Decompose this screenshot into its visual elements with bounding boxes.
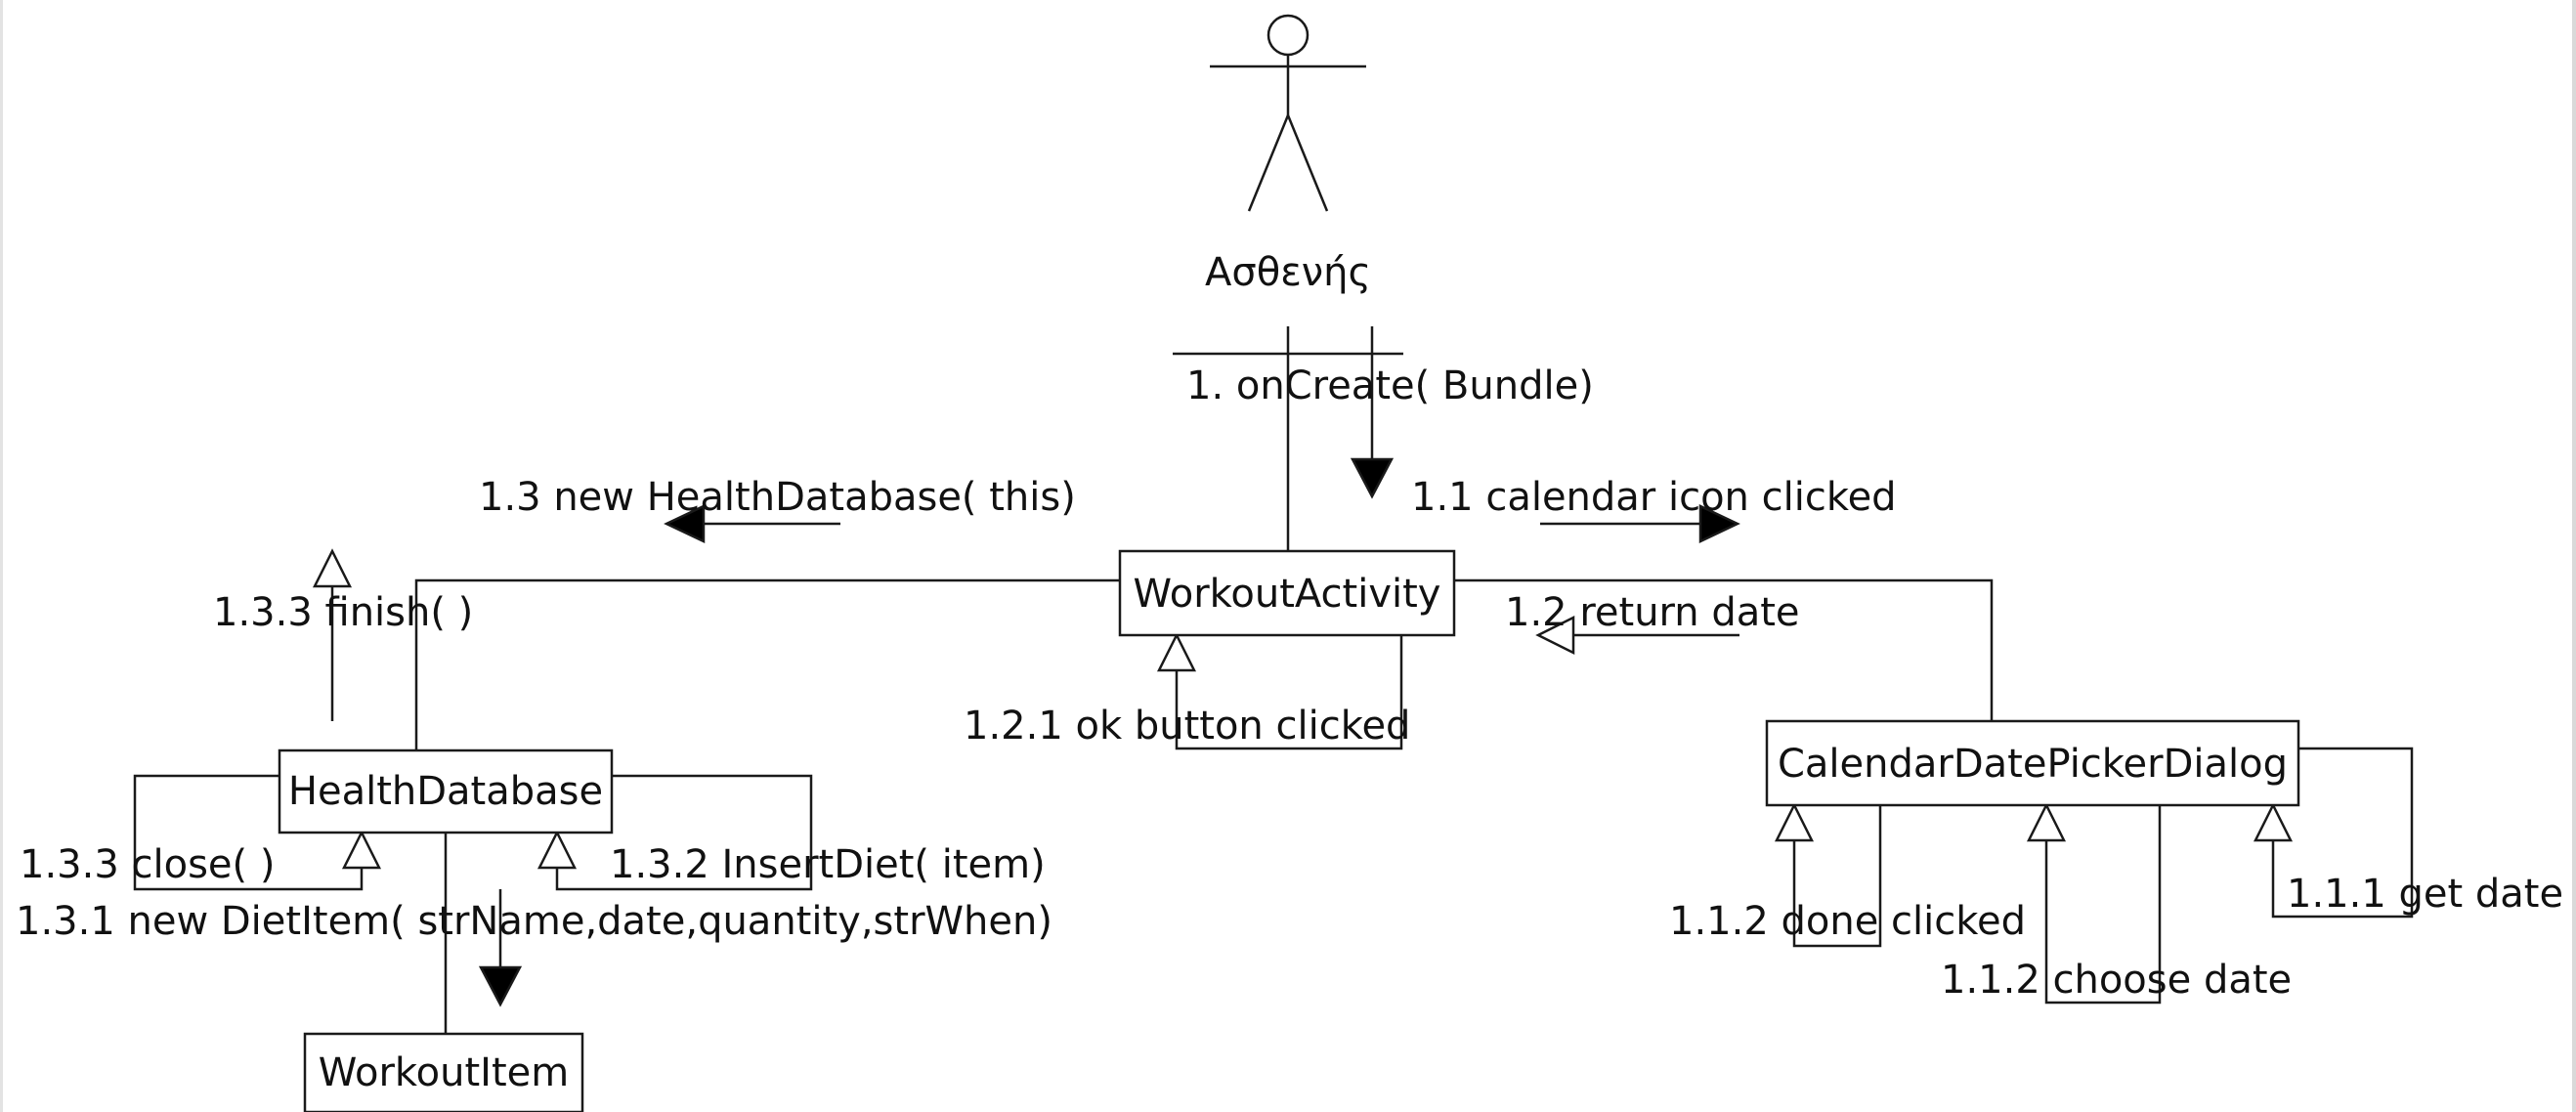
object-workout-activity[interactable]: WorkoutActivity [1118, 549, 1456, 637]
actor-name: Ασθενής [1205, 250, 1371, 295]
message-label: 1.3.1 new DietItem( strName,date,quantit… [16, 899, 1052, 944]
message-label: 1.1 calendar icon clicked [1411, 475, 1897, 520]
self-loop-done-clicked [1792, 805, 1882, 948]
message-label: 1.3.3 close( ) [20, 842, 275, 887]
links [133, 326, 2414, 1034]
object-calendar-dialog[interactable]: CalendarDatePickerDialog [1765, 719, 2300, 807]
self-loop-insert-diet [555, 774, 813, 891]
actor[interactable] [1210, 14, 1366, 212]
link-workout-activity-health-database [414, 578, 1120, 750]
message-label: 1.3 new HealthDatabase( this) [479, 475, 1076, 520]
self-loop-choose-date [2044, 805, 2162, 1005]
arrow-head-insert-diet [537, 830, 578, 870]
message-arrows [312, 326, 2294, 1007]
stick-figure-icon [1210, 14, 1366, 212]
object-label: WorkoutActivity [1134, 572, 1441, 617]
object-label: WorkoutItem [319, 1050, 569, 1095]
self-loop-close [133, 774, 364, 891]
arrow-head-ok-button [1156, 632, 1197, 672]
object-label: HealthDatabase [288, 769, 603, 814]
arrow-head-oncreate [1350, 457, 1395, 499]
self-loop-workout-activity [1175, 635, 1403, 750]
arrow-head-get-date [2253, 802, 2294, 842]
message-label: 1.3.2 InsertDiet( item) [610, 842, 1046, 887]
arrow-head-new-diet-item [478, 965, 523, 1007]
arrow-head-calendar-clicked [1698, 504, 1740, 543]
message-label: 1.1.1 get date [2287, 872, 2563, 917]
link-workout-activity-calendar-dialog [1454, 578, 1994, 721]
arrow-head-done-clicked [1774, 802, 1815, 842]
object-health-database[interactable]: HealthDatabase [278, 748, 614, 834]
arrow-head-new-health-database [664, 504, 706, 543]
message-label: 1.2.1 ok button clicked [964, 704, 1410, 748]
message-label: 1.1.2 done clicked [1669, 899, 2026, 944]
arrow-head-choose-date [2026, 802, 2067, 842]
message-label: 1.3.3 finish( ) [213, 590, 473, 635]
message-label: 1.2 return date [1505, 590, 1800, 635]
arrow-head-close [341, 830, 382, 870]
message-label: 1.1.2 choose date [1941, 958, 2292, 1003]
object-workout-item[interactable]: WorkoutItem [303, 1032, 584, 1112]
self-loop-get-date [2271, 747, 2414, 919]
message-label: 1. onCreate( Bundle) [1186, 364, 1594, 408]
object-label: CalendarDatePickerDialog [1778, 742, 2288, 787]
arrow-head-finish [312, 548, 353, 588]
arrow-head-return-date [1535, 615, 1575, 656]
